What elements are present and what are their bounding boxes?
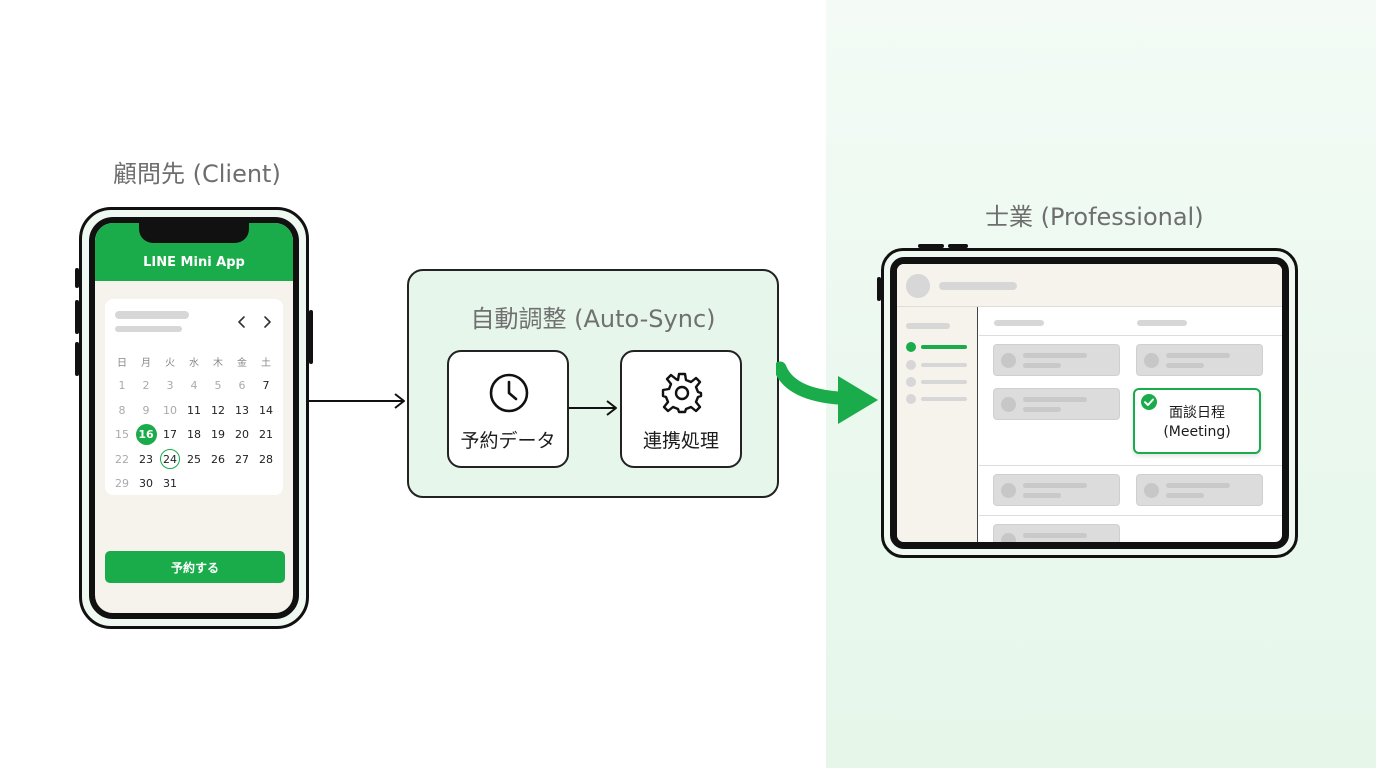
divider (979, 465, 1282, 466)
chevron-right-icon[interactable] (261, 315, 273, 333)
schedule-slot[interactable] (1136, 474, 1263, 506)
divider (979, 515, 1282, 516)
weekday-header: 木 (213, 357, 223, 369)
reservation-data-box: 予約データ (447, 350, 569, 468)
calendar-day[interactable]: 28 (259, 452, 273, 466)
tablet-side-button (877, 277, 881, 301)
sidebar-dot (906, 377, 916, 387)
calendar-day[interactable]: 6 (238, 379, 246, 393)
calendar-day-highlighted[interactable]: 24 (158, 447, 182, 472)
calendar-day[interactable]: 25 (187, 452, 201, 466)
tablet-top-button (948, 244, 968, 248)
professional-label: 士業 (Professional) (985, 203, 1204, 231)
meeting-subtitle: (Meeting) (1163, 424, 1231, 440)
avatar (906, 274, 930, 298)
reservation-data-label: 予約データ (460, 430, 556, 452)
schedule-slot[interactable] (993, 388, 1120, 420)
calendar-day[interactable]: 11 (187, 403, 201, 417)
clock-icon (488, 372, 530, 418)
weekday-header: 土 (261, 357, 271, 369)
integration-process-label: 連携処理 (642, 430, 719, 452)
calendar-day[interactable]: 13 (235, 403, 249, 417)
schedule-slot[interactable] (993, 344, 1120, 376)
green-arrow-icon (776, 361, 878, 424)
calendar-day[interactable]: 15 (115, 428, 129, 442)
reserve-button[interactable]: 予約する (105, 551, 285, 583)
gear-icon (661, 372, 703, 418)
phone-side-button (75, 300, 79, 334)
arrow-right-icon (569, 400, 617, 416)
auto-sync-box: 自動調整 (Auto-Sync) 予約データ 連携処理 (407, 269, 779, 498)
calendar-day[interactable]: 23 (139, 452, 153, 466)
weekday-header: 金 (237, 357, 247, 369)
tablet-screen: 面談日程 (Meeting) (890, 257, 1289, 549)
calendar-day[interactable]: 31 (163, 477, 177, 491)
calendar-day[interactable]: 5 (214, 379, 222, 393)
meeting-title: 面談日程 (1169, 405, 1225, 421)
calendar-day-selected[interactable]: 16 (134, 423, 158, 448)
schedule-slot[interactable] (1136, 344, 1263, 376)
phone-power-button (309, 310, 313, 364)
column-header-placeholder (1137, 320, 1187, 326)
calendar-day[interactable]: 1 (118, 379, 126, 393)
check-circle-icon (1141, 394, 1157, 410)
calendar-day[interactable]: 14 (259, 403, 273, 417)
sidebar-item[interactable] (921, 380, 967, 384)
calendar-day[interactable]: 30 (139, 477, 153, 491)
weekday-header: 水 (189, 357, 199, 369)
divider (979, 335, 1282, 336)
sidebar-item-active[interactable] (921, 345, 967, 349)
schedule-slot[interactable] (993, 524, 1120, 542)
auto-sync-title: 自動調整 (Auto-Sync) (470, 305, 716, 333)
calendar-day[interactable]: 10 (163, 403, 177, 417)
weekday-header: 火 (165, 357, 175, 369)
sidebar-item[interactable] (921, 397, 967, 401)
sidebar-active-dot (906, 342, 916, 352)
client-label: 顧問先 (Client) (113, 160, 281, 188)
sidebar-dot (906, 394, 916, 404)
integration-process-box: 連携処理 (620, 350, 742, 468)
chevron-left-icon[interactable] (236, 315, 248, 333)
calendar-day[interactable]: 8 (118, 403, 126, 417)
calendar-day[interactable]: 12 (211, 403, 225, 417)
calendar-day[interactable]: 19 (211, 428, 225, 442)
schedule-slot[interactable] (993, 474, 1120, 506)
weekday-header: 日 (117, 357, 127, 369)
arrow-right-icon (307, 393, 405, 409)
placeholder-bar (115, 311, 189, 319)
phone-side-button (75, 268, 79, 288)
placeholder-bar (939, 282, 1017, 290)
tablet-mockup: 面談日程 (Meeting) (877, 244, 1298, 558)
calendar-day[interactable]: 2 (142, 379, 150, 393)
calendar-day[interactable]: 27 (235, 452, 249, 466)
placeholder-bar (906, 323, 950, 329)
calendar-day[interactable]: 3 (166, 379, 174, 393)
calendar-day[interactable]: 22 (115, 452, 129, 466)
phone-notch (139, 223, 249, 243)
weekday-header: 月 (141, 357, 151, 369)
calendar-day[interactable]: 17 (163, 428, 177, 442)
calendar-day[interactable]: 20 (235, 428, 249, 442)
meeting-card[interactable]: 面談日程 (Meeting) (1133, 388, 1261, 454)
calendar-day[interactable]: 7 (262, 379, 270, 393)
tablet-top-bar (897, 264, 1282, 307)
calendar-day[interactable]: 21 (259, 428, 273, 442)
tablet-top-button (918, 244, 944, 248)
calendar-day[interactable]: 26 (211, 452, 225, 466)
sidebar-item[interactable] (921, 363, 967, 367)
tablet-sidebar (897, 307, 978, 542)
calendar-day[interactable]: 18 (187, 428, 201, 442)
calendar-day[interactable]: 29 (115, 477, 129, 491)
phone-side-button (75, 342, 79, 376)
placeholder-bar (115, 326, 182, 332)
calendar-day[interactable]: 9 (142, 403, 150, 417)
column-header-placeholder (994, 320, 1044, 326)
sidebar-dot (906, 360, 916, 370)
calendar-day[interactable]: 4 (190, 379, 198, 393)
